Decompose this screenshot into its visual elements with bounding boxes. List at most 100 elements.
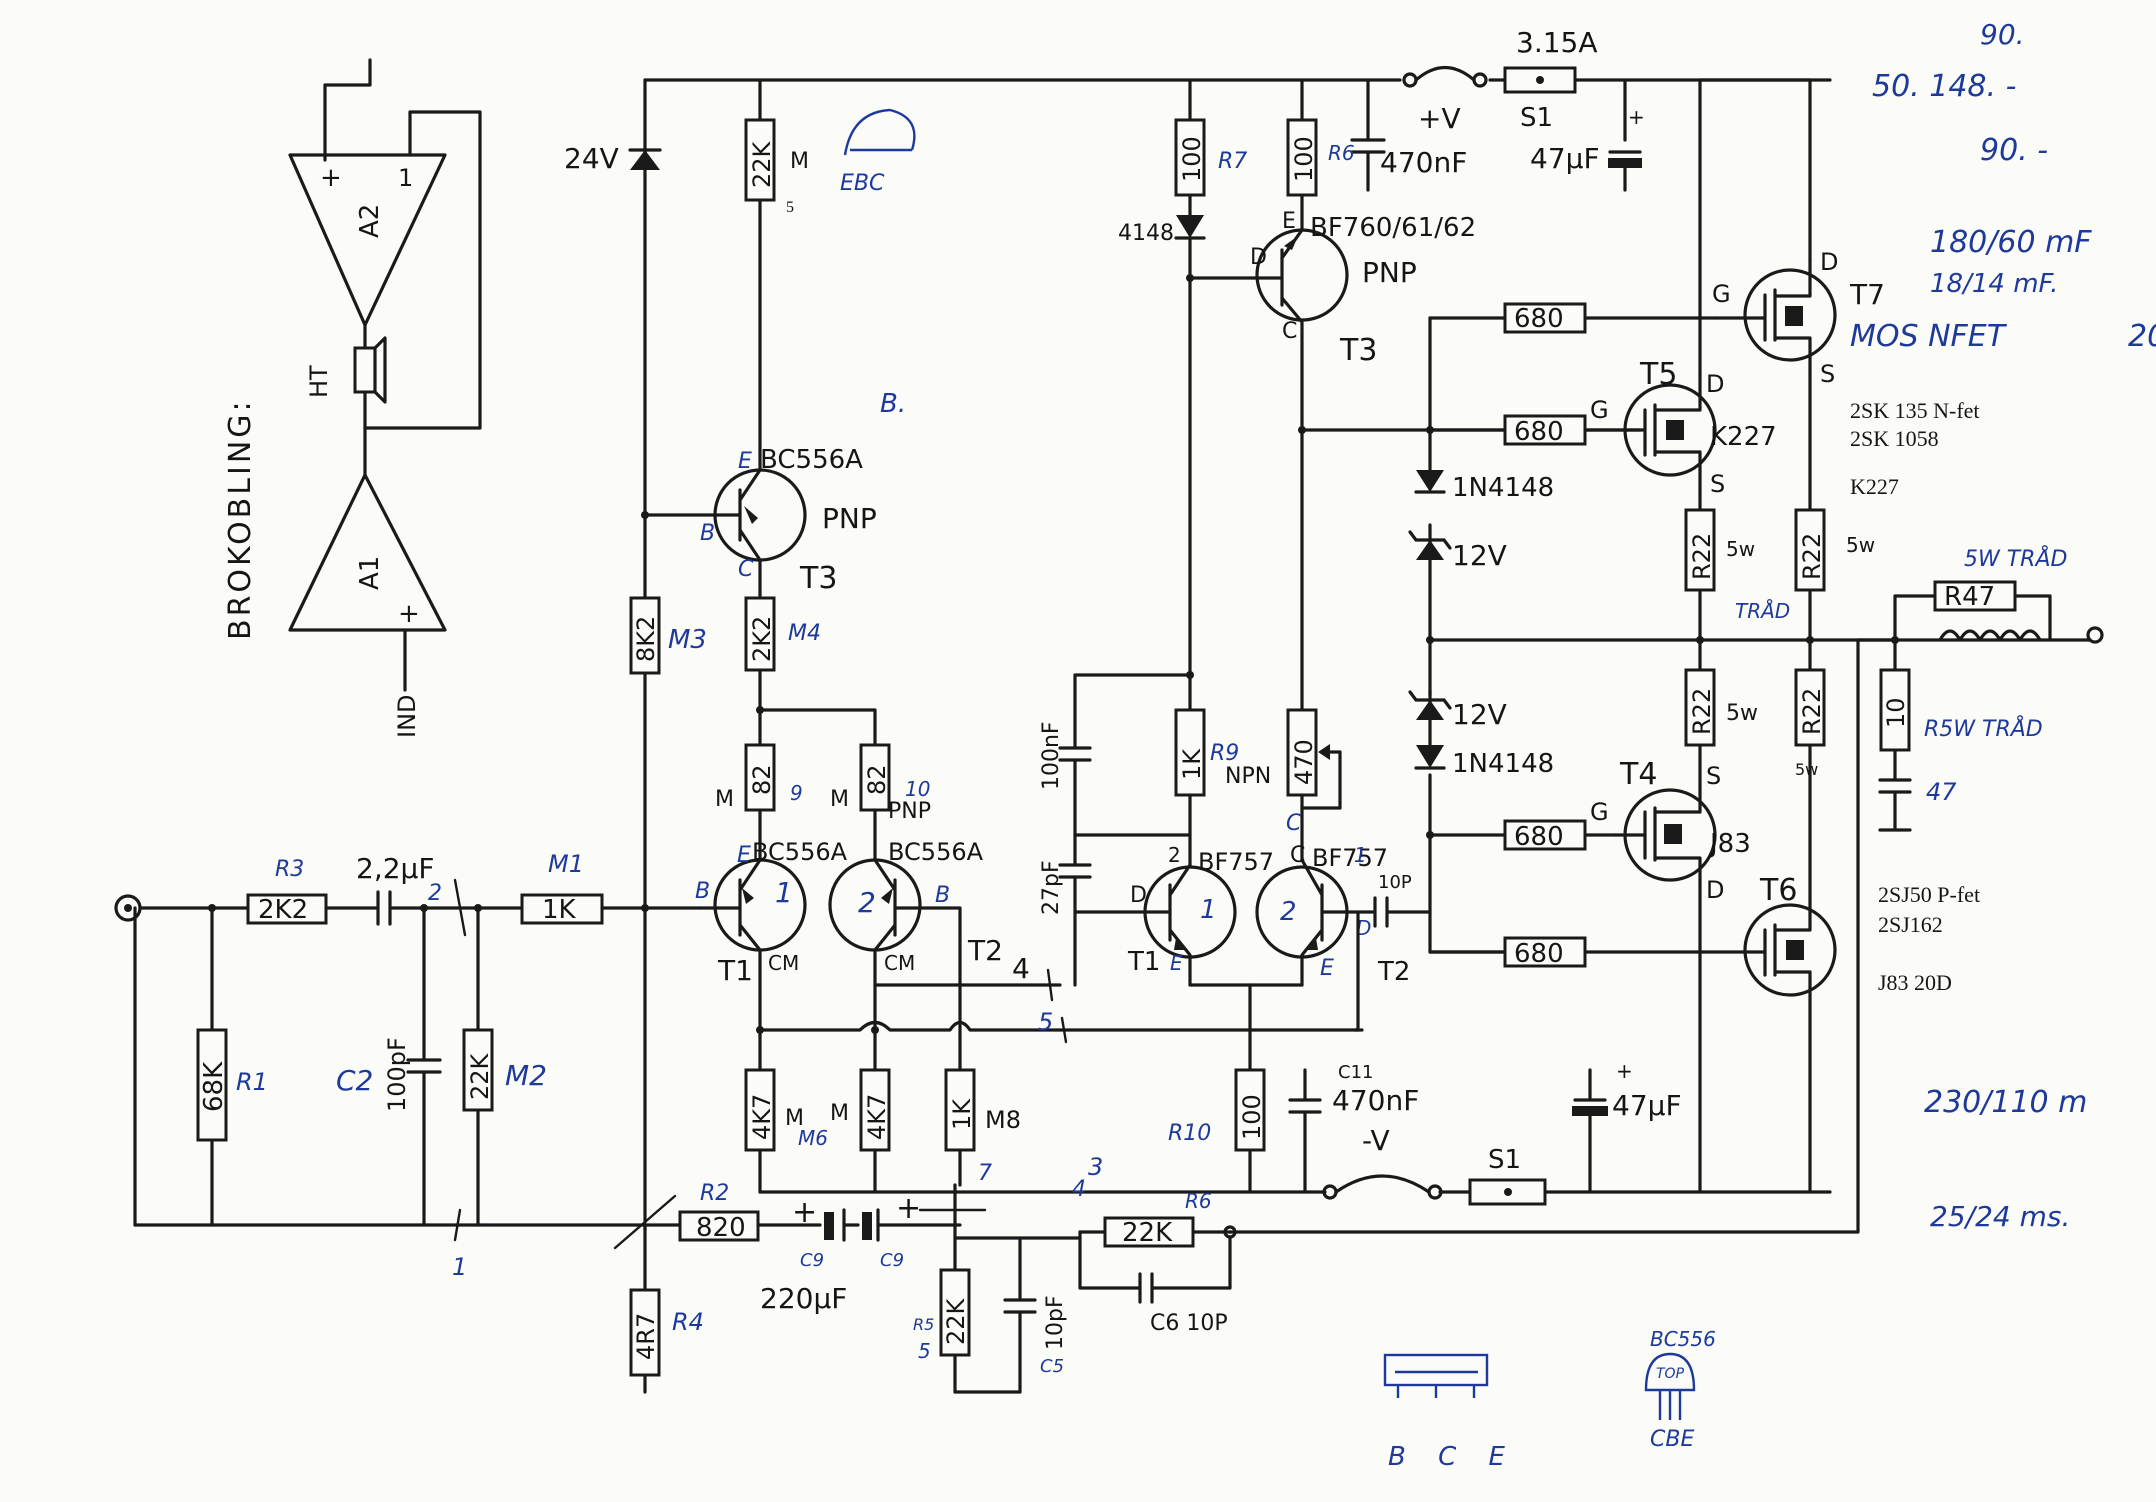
svg-text:E: E <box>1320 956 1334 981</box>
svg-text:5w: 5w <box>1846 533 1875 557</box>
neg-rail-label: -V <box>1362 1124 1390 1157</box>
cap-470nf-top: 470nF <box>1380 146 1467 179</box>
r5-value: 22K <box>942 1297 970 1345</box>
svg-text:1: 1 <box>1200 895 1217 925</box>
svg-text:+: + <box>1616 1059 1633 1083</box>
diode-1n4148-top: 1N4148 <box>1452 473 1554 503</box>
hand-note-5: 18/14 mF. <box>1930 269 2058 299</box>
supply-rails: +V 3.15A S1 -V S1 470nF 47µF + 470nF C11 <box>133 26 1860 1234</box>
svg-text:5: 5 <box>1038 1008 1053 1036</box>
svg-text:2: 2 <box>1168 843 1181 867</box>
svg-text:5w: 5w <box>1795 760 1818 779</box>
zener-24v: 24V <box>564 142 619 175</box>
svg-text:R3: R3 <box>275 857 304 882</box>
source-r-3: R22 <box>1688 688 1716 735</box>
t3-pnp: PNP <box>822 502 877 535</box>
svg-text:D: D <box>1820 248 1838 276</box>
svg-text:C9: C9 <box>800 1250 824 1271</box>
r4-value: 4R7 <box>632 1313 660 1360</box>
svg-text:R4: R4 <box>672 1308 704 1336</box>
input-stage: 2K2 R3 2,2µF 1K M1 68K R1 100pF C2 22K M… <box>114 850 1237 1394</box>
r-m8-value: 1K <box>948 1098 976 1130</box>
r-m4-value: 2K2 <box>748 616 776 662</box>
r-gate-4: 680 <box>1514 939 1564 969</box>
svg-text:G: G <box>1590 396 1609 424</box>
t1-ref: T1 <box>717 954 753 987</box>
zobel-c: 47 <box>1926 778 1957 806</box>
bridge-title: BROKOBLING: <box>223 398 258 640</box>
bf-left: BF757 <box>1198 848 1274 876</box>
svg-text:G: G <box>1712 280 1731 308</box>
svg-text:S: S <box>1820 360 1835 388</box>
j83-label: J83 <box>1708 829 1751 859</box>
c-comp1: 100nF <box>1039 721 1064 790</box>
notes: 2SK 135 N-fet 2SK 1058 K227 2SJ50 P-fet … <box>1383 18 2156 1472</box>
r-gate-2: 680 <box>1514 417 1564 447</box>
r10-value: 82 <box>863 764 891 795</box>
hand-note-1: 90. <box>1980 18 2025 51</box>
svg-text:5: 5 <box>918 1339 931 1363</box>
r-m6-value: 4K7 <box>748 1094 776 1140</box>
bridge-input-label: IND <box>393 694 421 738</box>
t6-ref: T6 <box>1759 873 1797 908</box>
mos-nfet-note: MOS NFET <box>1850 319 2008 354</box>
svg-text:2: 2 <box>1280 897 1297 927</box>
svg-text:C2: C2 <box>336 1064 373 1097</box>
svg-text:B: B <box>700 521 715 546</box>
r10b-value: 100 <box>1238 1094 1266 1140</box>
c6-value: C6 10P <box>1150 1311 1228 1336</box>
svg-text:M: M <box>790 149 809 174</box>
coil-note: TRÅD <box>1735 599 1790 623</box>
hand-note-2: 50. 148. - <box>1872 69 2016 104</box>
r-m7-value: 4K7 <box>863 1094 891 1140</box>
svg-text:M4: M4 <box>788 621 821 646</box>
c5-value: 10pF <box>1043 1295 1068 1350</box>
svg-text:3: 3 <box>1088 1153 1103 1181</box>
hand-note-4: 180/60 mF <box>1930 225 2092 260</box>
source-r-1: R22 <box>1688 533 1716 580</box>
pot-470: 470 <box>1290 739 1318 785</box>
t7-ref: T7 <box>1849 278 1885 311</box>
r1-value: 68K <box>199 1061 229 1112</box>
r6b-value: 100 <box>1290 136 1318 182</box>
svg-text:5w: 5w <box>1726 537 1755 561</box>
pinout-bce: B C E <box>1388 1442 1517 1472</box>
r2-value: 820 <box>696 1213 746 1243</box>
r-m3-value: 8K2 <box>632 616 660 662</box>
output-terminal-icon <box>2086 626 2104 644</box>
svg-text:B: B <box>935 883 950 908</box>
amp-a1-label: A1 <box>355 556 385 590</box>
t4-ref: T4 <box>1619 757 1657 792</box>
svg-text:C: C <box>1290 843 1305 868</box>
t5-ref: T5 <box>1639 357 1677 392</box>
svg-text:M1: M1 <box>548 850 584 878</box>
svg-text:G: G <box>1590 798 1609 826</box>
svg-text:D: D <box>1706 876 1724 904</box>
svg-text:4: 4 <box>1012 952 1030 985</box>
svg-text:1: 1 <box>452 1253 467 1281</box>
svg-text:M: M <box>785 1106 804 1131</box>
amp-a2-label: A2 <box>355 204 385 238</box>
r47-label: R47 <box>1944 582 1995 612</box>
r3-value: 2K2 <box>258 895 308 925</box>
hand-note-6: 20 <box>2128 319 2156 354</box>
c-comp2: 27pF <box>1039 860 1064 915</box>
svg-text:B: B <box>695 879 710 904</box>
svg-text:C9: C9 <box>880 1250 904 1271</box>
nfet-note-2: 2SK 1058 <box>1850 426 1939 451</box>
svg-text:+: + <box>398 599 420 629</box>
svg-text:M6: M6 <box>798 1126 828 1150</box>
hand-note-8: 25/24 ms. <box>1930 1200 2070 1233</box>
elcap-47uf-bottom: 47µF <box>1612 1089 1682 1122</box>
ebc-note: EBC <box>840 171 885 196</box>
svg-text:R6: R6 <box>1185 1189 1212 1213</box>
c2-value: 100pF <box>383 1037 411 1112</box>
svg-text:M: M <box>830 787 849 812</box>
svg-text:1: 1 <box>398 164 413 192</box>
svg-text:TOP: TOP <box>1656 1366 1685 1382</box>
pinout-package-icon <box>1383 1353 1489 1387</box>
svg-text:E: E <box>1282 209 1296 234</box>
c-10p: 10P <box>1378 872 1412 893</box>
t1b-ref: T1 <box>1127 947 1160 977</box>
